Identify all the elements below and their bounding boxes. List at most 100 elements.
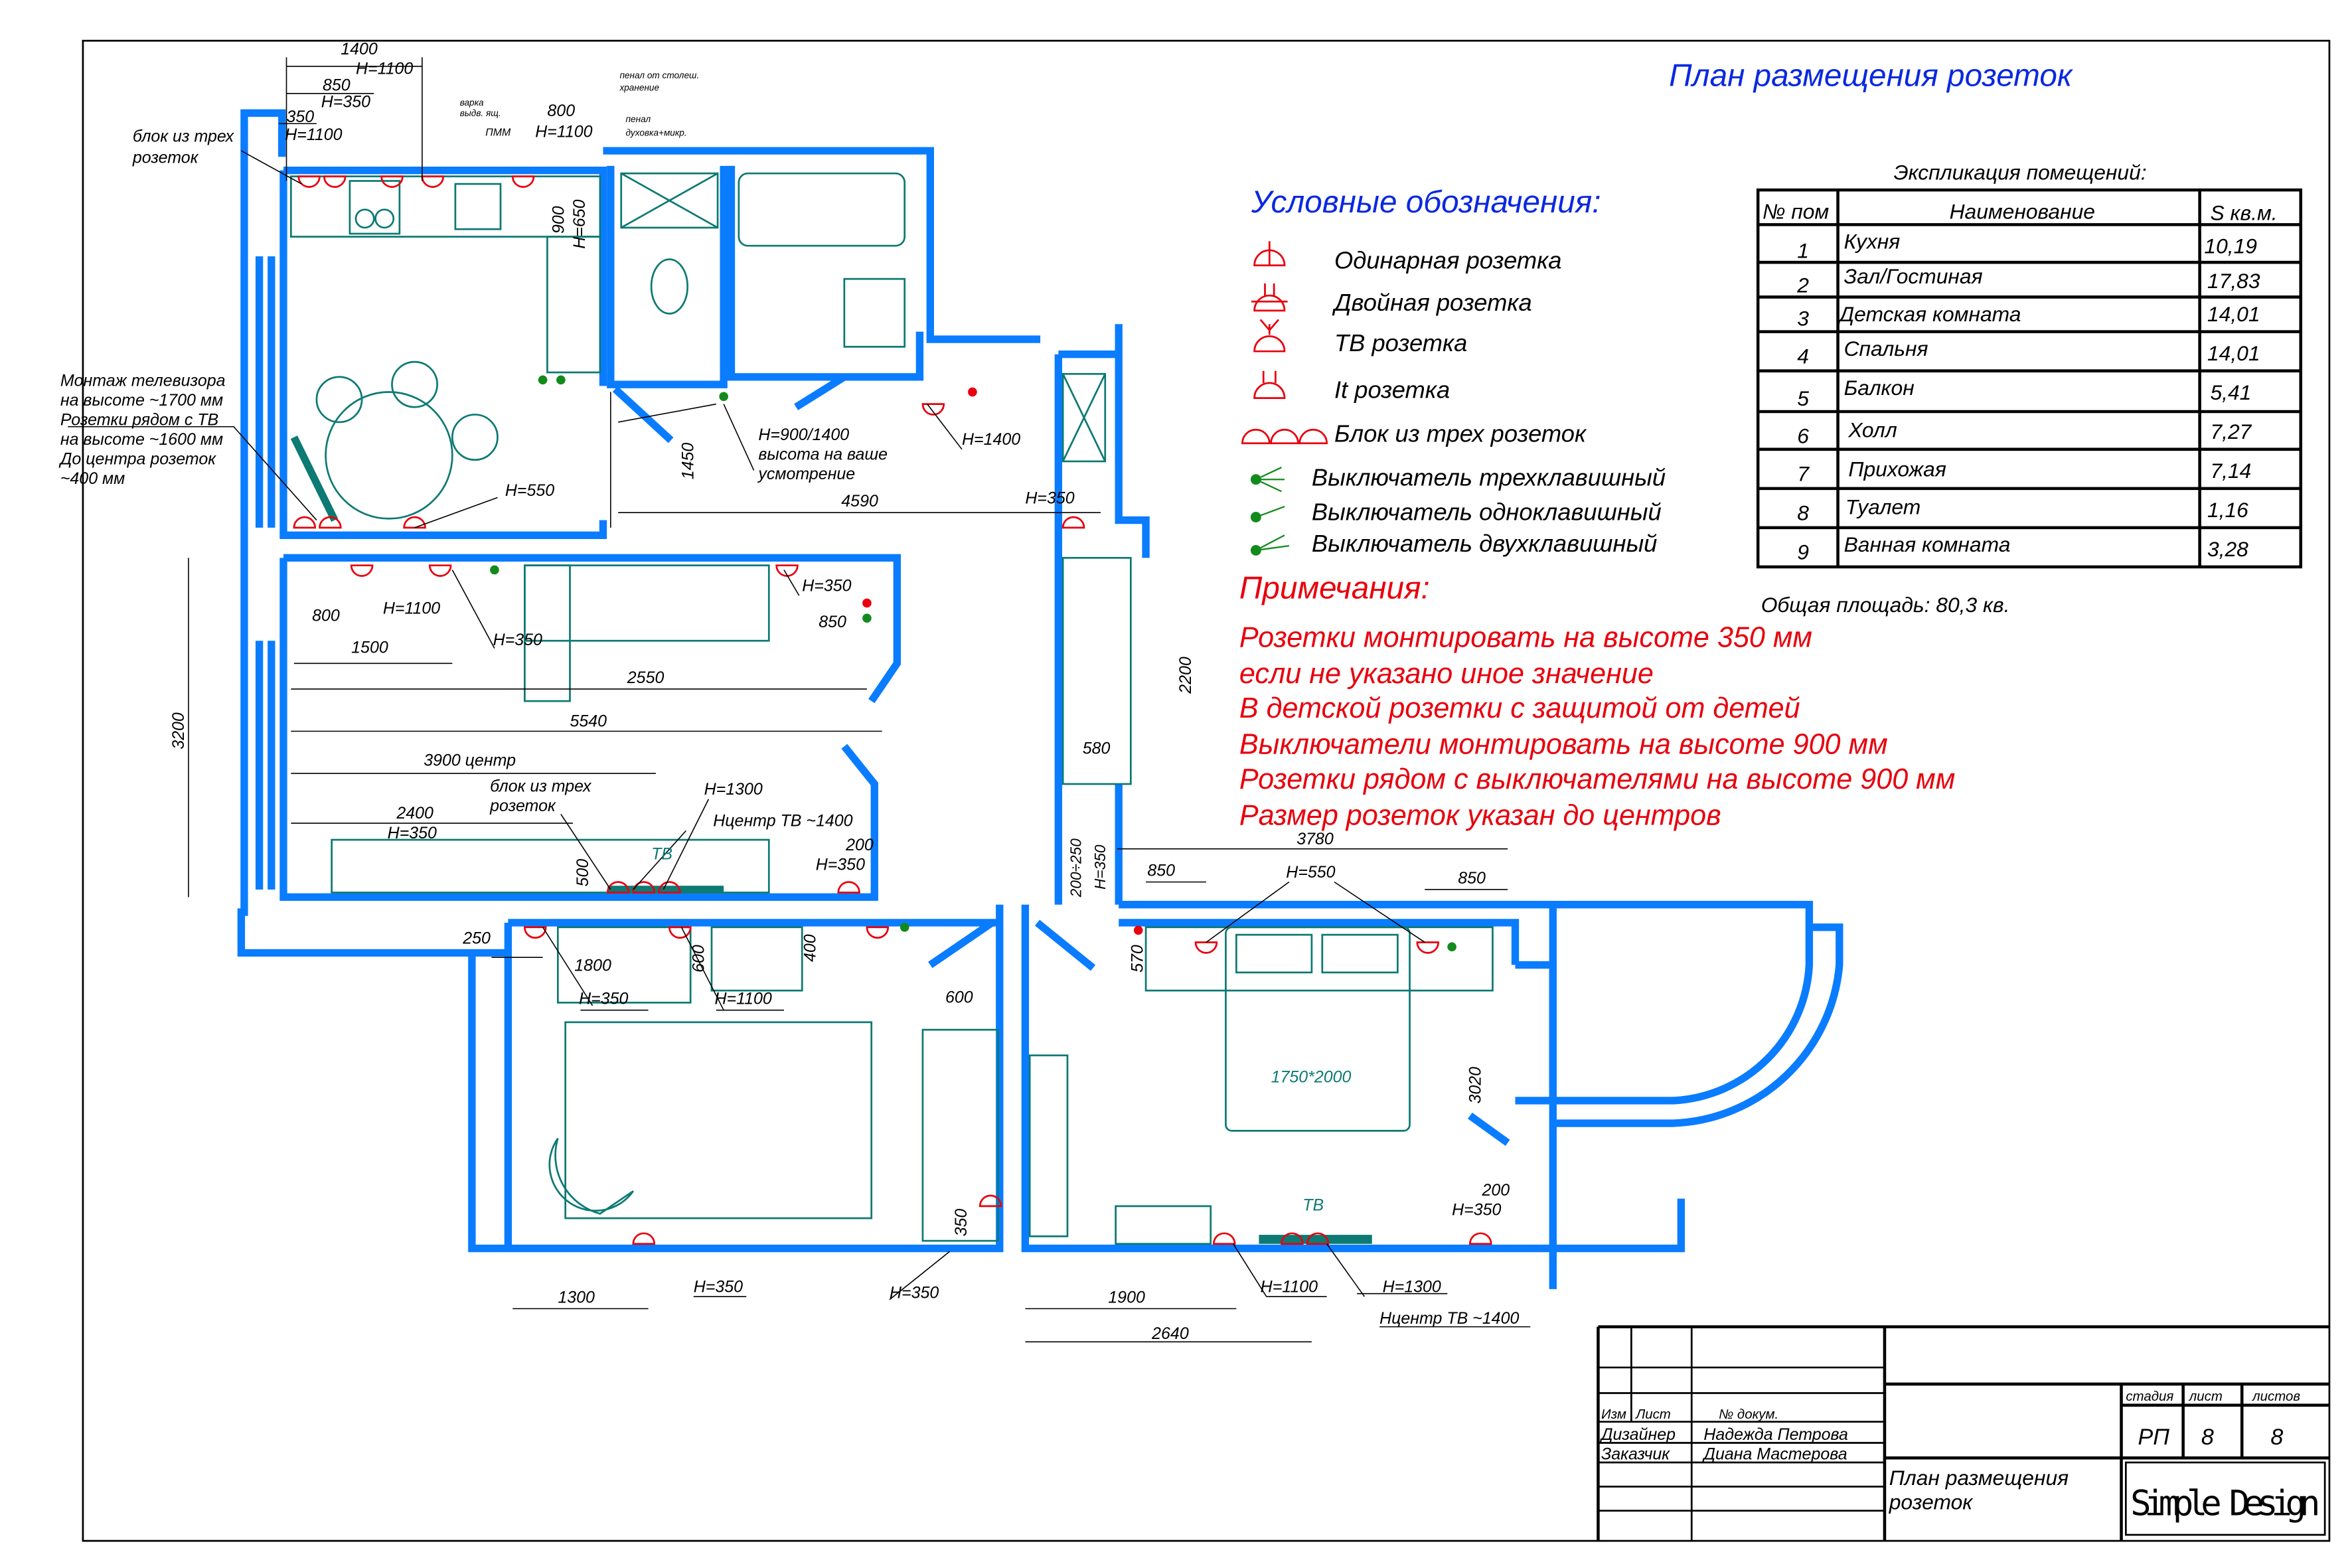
tv-note: До центра розеток — [58, 450, 216, 469]
dim-label: H=350 — [802, 576, 851, 595]
cell: Зал/Гостиная — [1844, 264, 1983, 288]
total-area: Общая площадь: 80,3 кв. — [1761, 593, 2010, 617]
legend-item: Выключатель одноклавишный — [1312, 499, 1662, 526]
cell: Спальня — [1844, 337, 1928, 360]
tb-label: лист — [2189, 1389, 2223, 1404]
dim-label: 3020 — [1466, 1067, 1484, 1104]
it-outlet-icon — [1253, 370, 1286, 399]
dim-label: 850 — [819, 613, 846, 631]
tb-name: Диана Мастерова — [1701, 1445, 1847, 1463]
legend-heading: Условные обозначения: — [1251, 185, 1601, 220]
cell: 1,16 — [2207, 498, 2248, 522]
tv-note: на высоте ~1700 мм — [60, 391, 223, 410]
note-label: усмотрение — [757, 465, 855, 483]
single-switch-icon — [1250, 506, 1285, 522]
dim-label: H=1100 — [285, 125, 342, 144]
cell: Холл — [1847, 418, 1897, 442]
dim-label: H=350 — [1025, 489, 1074, 508]
note-line: Выключатели монтировать на высоте 900 мм — [1239, 729, 1888, 761]
dim-label: 580 — [1083, 740, 1111, 758]
dim-label: 1800 — [574, 957, 611, 975]
dim-label: 3200 — [169, 712, 188, 749]
note-label: варка — [460, 98, 484, 108]
dim-label: 3900 центр — [424, 751, 516, 770]
dim-label: 800 — [312, 607, 340, 625]
note-line: Розетки монтировать на высоте 350 мм — [1239, 621, 1812, 653]
dim-label: 1300 — [558, 1288, 595, 1306]
dim-label: 1900 — [1108, 1288, 1145, 1306]
tb-stage: РП — [2138, 1425, 2169, 1450]
note-label: блок из трех — [133, 127, 235, 145]
dim-label: 2200 — [1176, 657, 1195, 694]
note-label: пенал — [626, 114, 651, 124]
dim-label: H=350 — [816, 855, 865, 874]
dim-label: 250 — [462, 929, 491, 948]
tb-header: Изм — [1601, 1407, 1626, 1422]
note-label: выдв. ящ. — [460, 108, 501, 118]
dim-label: 4590 — [841, 492, 878, 510]
plan-labels: 1400 H=1100 850 H=350 350 H=1100 блок из… — [58, 40, 1520, 1343]
triple-switch-icon — [1250, 467, 1285, 493]
cell: Детская комната — [1838, 302, 2021, 326]
dim-label: H=350 — [694, 1277, 743, 1296]
dim-label: 900 — [549, 206, 568, 234]
note-label: розеток — [489, 797, 556, 815]
cell: 17,83 — [2207, 269, 2260, 293]
dim-label: Нцентр ТВ ~1400 — [1379, 1309, 1519, 1328]
dim-label: 800 — [547, 102, 575, 120]
furniture — [289, 172, 1494, 1245]
tb-drawing-name: План размещения — [1889, 1466, 2069, 1490]
legend-item: Блок из трех розеток — [1334, 420, 1587, 447]
cell: 14,01 — [2207, 302, 2260, 326]
legend-item: Выключатель двухклавишный — [1312, 530, 1657, 557]
cell: 7 — [1797, 461, 1810, 485]
dim-label: H=1100 — [356, 59, 413, 78]
note-label: духовка+микр. — [626, 127, 687, 137]
dim-label: 570 — [1129, 945, 1147, 973]
dim-label: 500 — [574, 859, 592, 887]
cell: Ванная комната — [1844, 532, 2011, 556]
explication-table: Экспликация помещений: № пом Наименовани… — [1756, 160, 2303, 617]
legend-item: ТВ розетка — [1334, 329, 1467, 356]
sheet-border — [82, 39, 2331, 1542]
cell: 1 — [1797, 238, 1809, 262]
tb-role: Заказчик — [1601, 1445, 1670, 1463]
dim-label: H=1100 — [715, 990, 772, 1008]
tb-name: Надежда Петрова — [1703, 1425, 1848, 1444]
tb-sheets: 8 — [2270, 1425, 2283, 1450]
tb-label: листов — [2252, 1389, 2300, 1404]
cell: Балкон — [1844, 376, 1915, 400]
tb-header: № докум. — [1719, 1407, 1778, 1422]
legend-item: Двойная розетка — [1332, 289, 1532, 316]
dim-label: H=350 — [493, 631, 542, 649]
dim-label: H=1100 — [535, 123, 592, 141]
cell: Туалет — [1845, 495, 1921, 518]
note-label: высота на ваше — [758, 445, 888, 464]
cell: 14,01 — [2207, 341, 2260, 365]
dim-label: 1400 — [341, 40, 378, 58]
tb-label: стадия — [2126, 1389, 2173, 1404]
note-label: розеток — [132, 148, 199, 167]
tv-label: ТВ — [1302, 1196, 1324, 1215]
dim-label: 350 — [287, 108, 315, 126]
bed-size-label: 1750*2000 — [1271, 1068, 1352, 1087]
dim-label: 850 — [1147, 862, 1175, 880]
single-outlet-icon — [1253, 241, 1286, 267]
dim-label: H=350 — [388, 824, 437, 842]
dim-label: H=350 — [890, 1283, 939, 1302]
column-header: S кв.м. — [2211, 201, 2278, 225]
dim-label: 200÷250 — [1067, 838, 1084, 898]
cell: Кухня — [1844, 230, 1901, 254]
dim-label: 200 — [1482, 1181, 1510, 1200]
tb-sheet: 8 — [2201, 1425, 2214, 1450]
dim-label: 1500 — [351, 638, 388, 657]
dim-label: 350 — [952, 1209, 971, 1237]
title-block: Изм Лист № докум. Дизайнер Заказчик Наде… — [1597, 1325, 2329, 1541]
legend-item: Выключатель трехклавишный — [1312, 463, 1666, 491]
dim-label: 2400 — [396, 804, 433, 823]
note-line: В детской розетки с защитой от детей — [1239, 692, 1800, 724]
note-label: блок из трех — [490, 777, 592, 795]
tb-drawing-name: розеток — [1889, 1490, 1974, 1514]
dim-label: Нцентр ТВ ~1400 — [713, 812, 852, 830]
